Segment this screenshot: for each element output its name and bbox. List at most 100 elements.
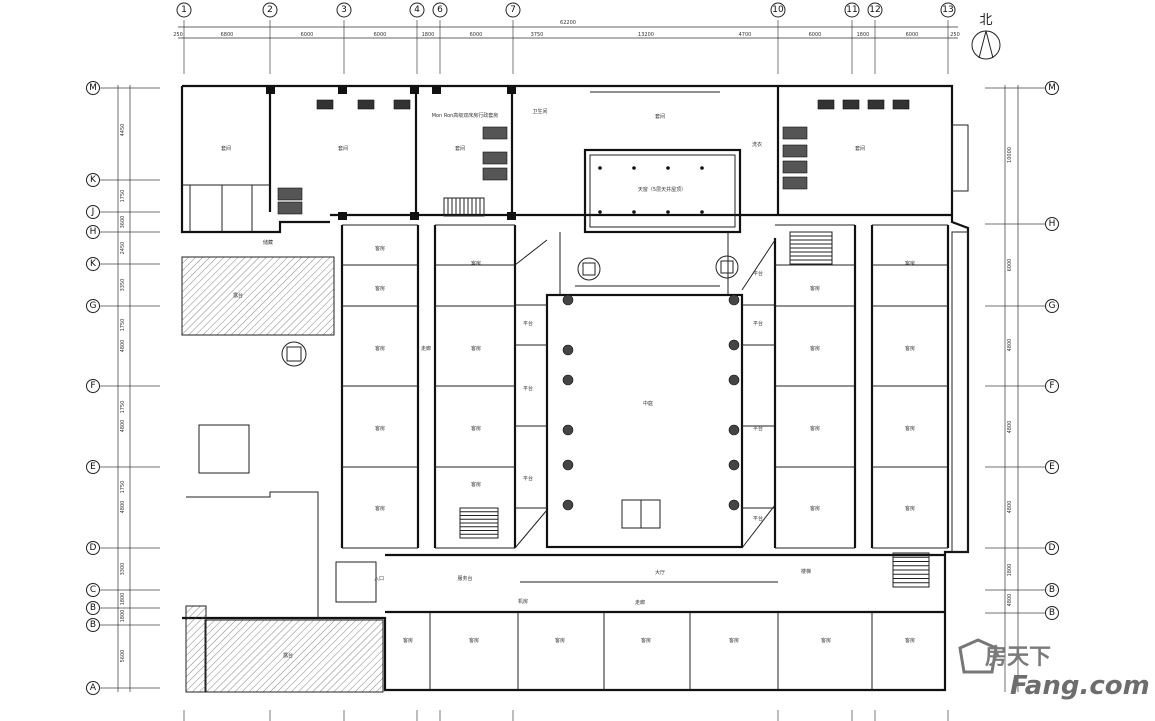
left-axis-label: K bbox=[90, 175, 97, 185]
left-dim-value: 3300 bbox=[120, 563, 126, 576]
balcony-label: 平台 bbox=[753, 320, 763, 327]
top-axis-label: 10 bbox=[772, 5, 784, 15]
top-axis-label: 1 bbox=[181, 5, 187, 15]
guest-room-label: 客房 bbox=[471, 260, 481, 267]
left-axis-label: J bbox=[91, 207, 95, 217]
left-dim-value: 3600 bbox=[120, 216, 126, 229]
right-axis-bubble bbox=[1045, 81, 1059, 95]
right-axis-label: M bbox=[1048, 83, 1056, 93]
top-axis-bubble-3 bbox=[336, 2, 352, 18]
left-axis-bubble bbox=[86, 205, 100, 219]
top-axis-label: 13 bbox=[942, 5, 953, 15]
left-axis-label: M bbox=[89, 83, 97, 93]
guest-room-label: 客房 bbox=[469, 637, 479, 644]
right-axis-bubble bbox=[1045, 606, 1059, 620]
wash-label: 洗衣 bbox=[752, 141, 762, 148]
hatched-area-west bbox=[181, 256, 335, 336]
room-label-north-east: 套间 bbox=[855, 145, 865, 152]
left-dim-value: 4800 bbox=[120, 420, 126, 433]
top-dim-value: 3750 bbox=[531, 32, 544, 38]
top-axis-label: 6 bbox=[437, 5, 443, 15]
north-label: 北 bbox=[979, 13, 992, 28]
left-axis-label: B bbox=[90, 620, 96, 630]
guest-room-label: 客房 bbox=[375, 505, 385, 512]
skylight-label: 天窗（5层天井屋顶） bbox=[638, 186, 686, 193]
right-dim-value: 4800 bbox=[1007, 594, 1013, 607]
left-axis-label: H bbox=[90, 227, 97, 237]
balcony-label: 平台 bbox=[753, 270, 763, 277]
guest-room-labels: 客房客房客房客房客房客房客房客房客房客房客房客房客房客房客房客房客房客房客房客房… bbox=[375, 245, 915, 644]
left-axis-bubble bbox=[86, 173, 100, 187]
top-axis-bubble-6 bbox=[432, 2, 448, 18]
watermark: 房天下 Fang.com bbox=[958, 638, 1150, 701]
south-wing-walls bbox=[335, 553, 945, 690]
right-dim-value: 4800 bbox=[1007, 501, 1013, 514]
left-axis-label: B bbox=[90, 603, 96, 613]
left-dim-value: 5600 bbox=[120, 650, 126, 663]
left-dim-value: 1750 bbox=[120, 481, 126, 494]
left-axis-bubble bbox=[86, 681, 100, 695]
left-axis-bubble bbox=[86, 583, 100, 597]
top-axis-label: 11 bbox=[846, 5, 857, 15]
stairwells bbox=[443, 197, 930, 588]
left-dimension-lines bbox=[117, 85, 131, 692]
left-axis-bubble bbox=[86, 618, 100, 632]
left-axis-bubble bbox=[86, 379, 100, 393]
room-label-north-suite2: 套间 bbox=[655, 113, 665, 120]
top-dim-value: 13200 bbox=[638, 32, 654, 38]
left-axis-bubble bbox=[86, 541, 100, 555]
top-axis-bubble-12 bbox=[867, 2, 883, 18]
guest-room-label: 客房 bbox=[471, 481, 481, 488]
right-axis-bubble bbox=[1045, 541, 1059, 555]
watermark-house-icon bbox=[958, 638, 998, 674]
left-axis-label: D bbox=[90, 543, 97, 553]
room-label-north-mid: 套间 bbox=[455, 145, 465, 152]
left-axis-label: G bbox=[90, 301, 97, 311]
total-dimension-label: 62200 bbox=[560, 20, 576, 26]
left-axis-label: E bbox=[90, 462, 96, 472]
guest-room-label: 客房 bbox=[375, 285, 385, 292]
left-axis-bubble bbox=[86, 601, 100, 615]
top-axis-bubble-13 bbox=[940, 2, 956, 18]
right-axis-label: G bbox=[1049, 301, 1056, 311]
side-axis-grid-lines bbox=[100, 87, 1045, 689]
top-dim-value: 250 bbox=[173, 32, 183, 38]
atrium-frame bbox=[545, 232, 744, 549]
balcony-label: 平台 bbox=[523, 385, 533, 392]
left-axis-label: F bbox=[90, 381, 95, 391]
guest-room-label: 客房 bbox=[471, 425, 481, 432]
right-axis-label: B bbox=[1049, 608, 1055, 618]
guest-room-label: 客房 bbox=[905, 505, 915, 512]
left-axis-bubble bbox=[86, 460, 100, 474]
watermark-latin: Fang.com bbox=[1010, 671, 1150, 701]
guest-room-label: 客房 bbox=[905, 637, 915, 644]
top-axis-bubble-11 bbox=[844, 2, 860, 18]
balcony-label: 平台 bbox=[523, 320, 533, 327]
north-arrow bbox=[971, 30, 1001, 60]
building-outline bbox=[180, 84, 970, 692]
furniture-blocks bbox=[266, 86, 910, 220]
hatched-area-southwest bbox=[204, 619, 384, 693]
left-dim-value: 1750 bbox=[120, 401, 126, 414]
guest-room-label: 客房 bbox=[375, 245, 385, 252]
room-labels: 套间 套间 套间 套间 套间 天窗（5层天井屋顶） 中庭 Mon Ron高级双床… bbox=[221, 108, 865, 659]
guest-room-label: 客房 bbox=[641, 637, 651, 644]
top-dim-value: 4700 bbox=[739, 32, 752, 38]
left-axis-label: K bbox=[90, 259, 97, 269]
left-axis-bubble bbox=[86, 257, 100, 271]
atrium-label: 中庭 bbox=[643, 400, 653, 407]
top-dim-value: 6000 bbox=[301, 32, 314, 38]
top-dim-value: 1800 bbox=[857, 32, 870, 38]
left-dim-value: 1800 bbox=[120, 610, 126, 623]
deck-label-south: 露台 bbox=[283, 652, 293, 659]
guest-room-label: 客房 bbox=[375, 425, 385, 432]
top-axis-label: 7 bbox=[510, 5, 516, 15]
right-dimension-lines bbox=[1004, 85, 1019, 692]
top-dim-value: 6000 bbox=[470, 32, 483, 38]
left-dim-value: 1750 bbox=[120, 190, 126, 203]
right-axis-bubble bbox=[1045, 217, 1059, 231]
guest-room-label: 客房 bbox=[471, 345, 481, 352]
landscape-boundary bbox=[186, 491, 319, 618]
